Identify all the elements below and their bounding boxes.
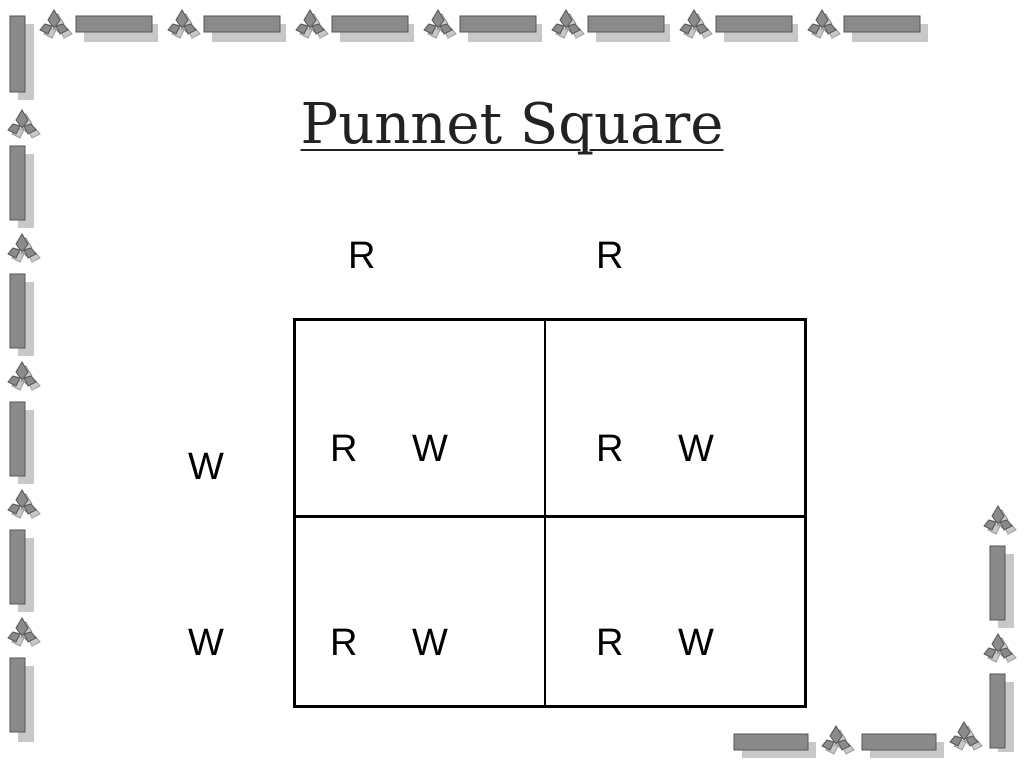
top-allele-1: R: [348, 235, 376, 277]
punnett-grid: [293, 318, 807, 708]
side-allele-2: W: [188, 622, 224, 664]
border-left: [7, 15, 41, 742]
border-bottom: [733, 721, 983, 758]
cell-2-1-allele-b: W: [412, 622, 448, 664]
cell-1-1-allele-b: W: [412, 428, 448, 470]
cell-2-2-allele-b: W: [678, 622, 714, 664]
top-allele-2: R: [596, 235, 624, 277]
page-title: Punnet Square: [0, 92, 1024, 157]
grid-vertical-divider: [544, 321, 546, 705]
cell-2-1-allele-a: R: [330, 622, 358, 664]
grid-horizontal-divider: [296, 515, 804, 518]
border-top: [39, 9, 928, 42]
border-right: [983, 505, 1017, 752]
cell-2-2-allele-a: R: [596, 622, 624, 664]
cell-1-1-allele-a: R: [330, 428, 358, 470]
page-title-text: Punnet Square: [300, 92, 724, 157]
cell-1-2-allele-a: R: [596, 428, 624, 470]
cell-1-2-allele-b: W: [678, 428, 714, 470]
side-allele-1: W: [188, 446, 224, 488]
